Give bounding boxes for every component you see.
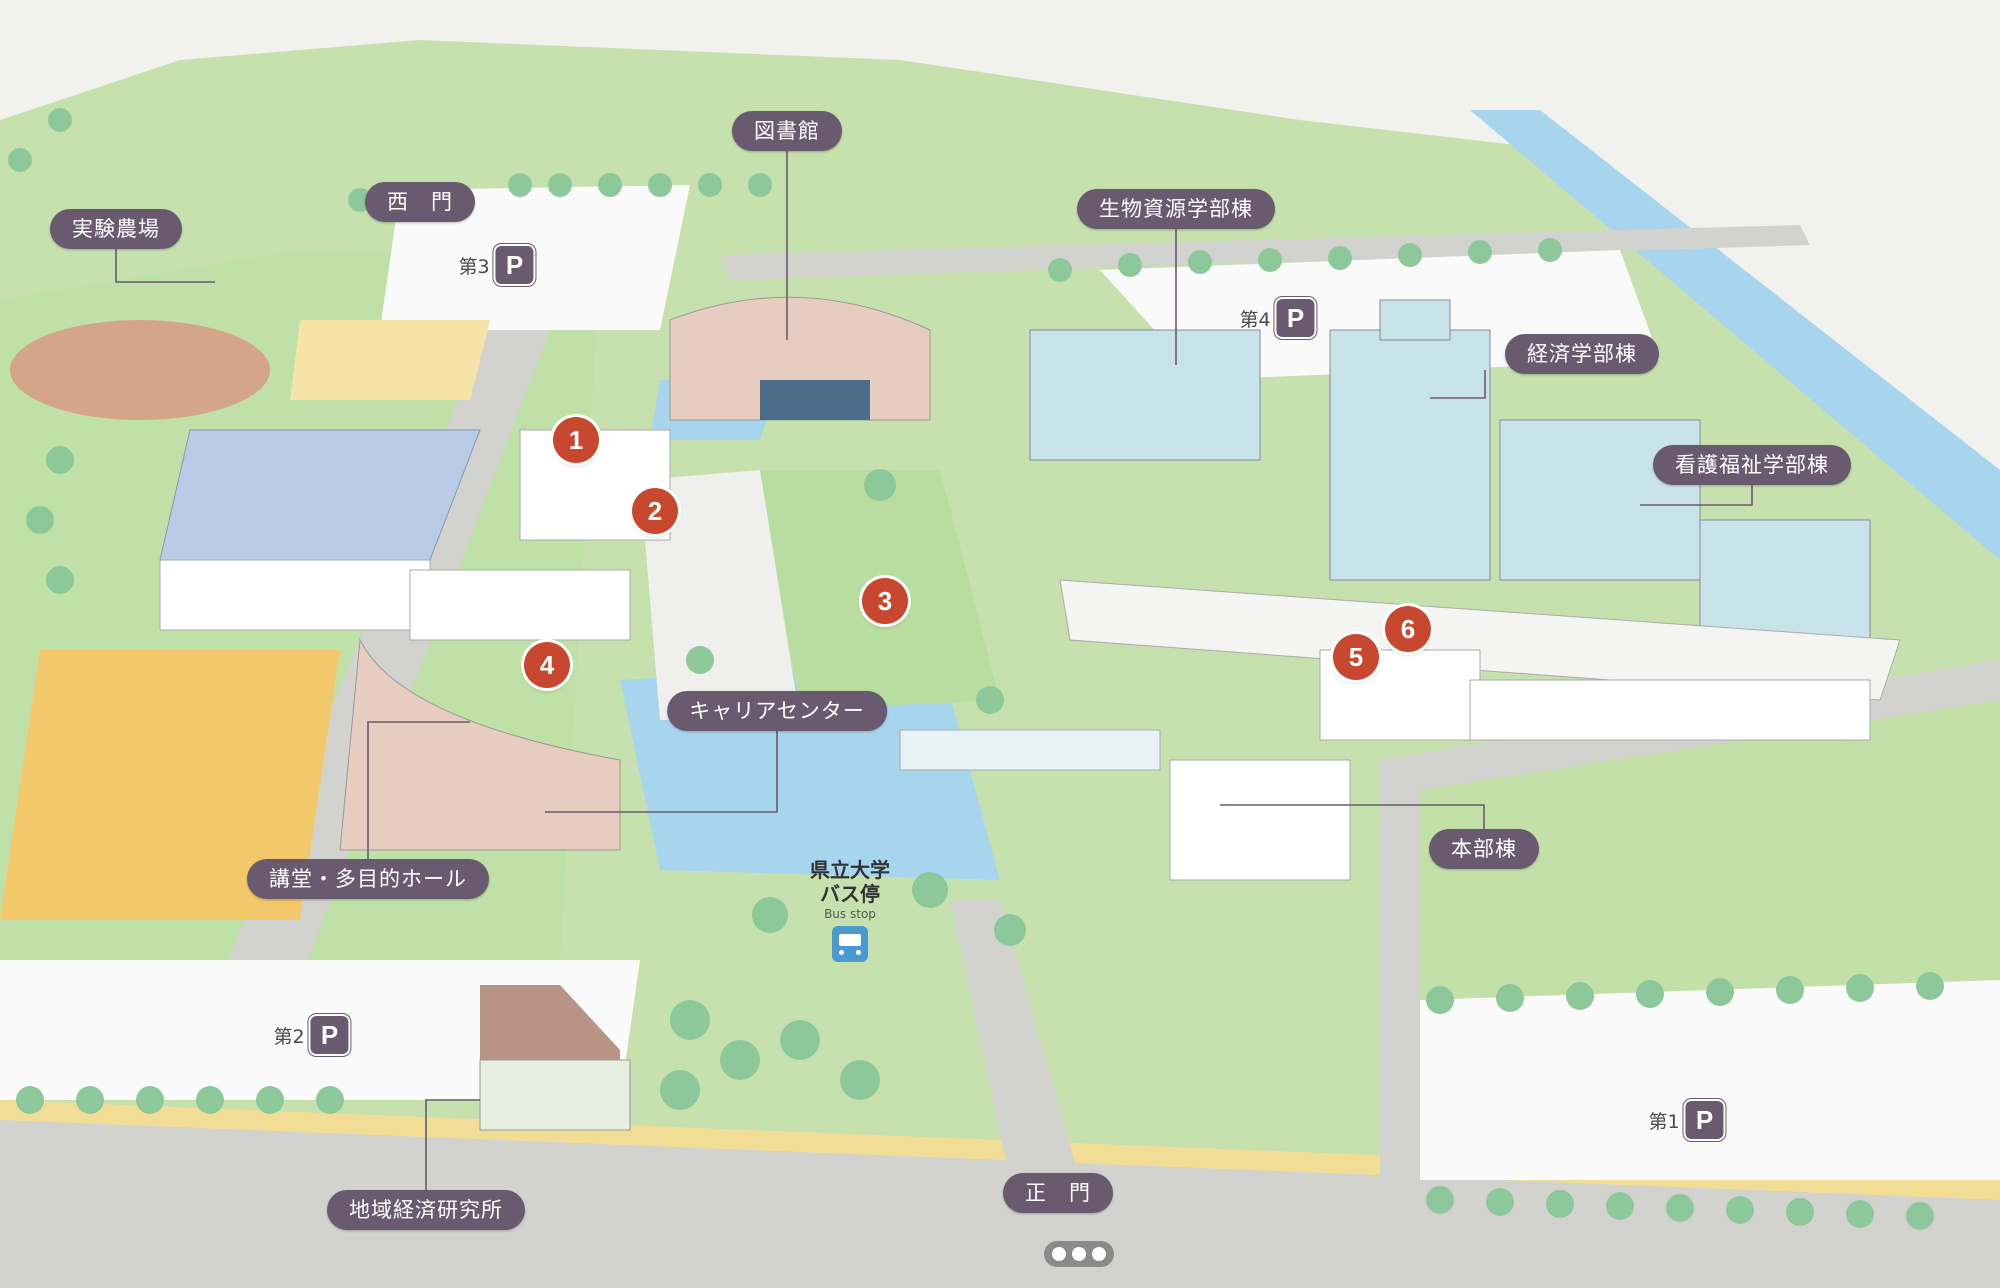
bus-stop[interactable]: 県立大学 バス停 Bus stop [810, 858, 890, 962]
label-main-building[interactable]: 本部棟 [1429, 829, 1539, 869]
parking-3[interactable]: 第3 P [458, 246, 534, 284]
label-auditorium-hall[interactable]: 講堂・多目的ホール [247, 859, 489, 899]
label-experimental-farm[interactable]: 実験農場 [50, 209, 182, 249]
label-regional-economics-institute[interactable]: 地域経済研究所 [327, 1190, 525, 1230]
parking-4-label: 第4 [1239, 308, 1271, 331]
label-career-center[interactable]: キャリアセンター [667, 691, 887, 731]
label-main-gate[interactable]: 正 門 [1003, 1173, 1113, 1213]
page-dot[interactable] [1072, 1247, 1086, 1261]
parking-2-label: 第2 [273, 1025, 305, 1048]
page-dot[interactable] [1052, 1247, 1066, 1261]
page-dot[interactable] [1092, 1247, 1106, 1261]
parking-3-label: 第3 [458, 255, 490, 278]
parking-icon: P [310, 1016, 349, 1054]
label-library[interactable]: 図書館 [732, 111, 842, 151]
bus-stop-name: 県立大学 [810, 858, 890, 882]
label-nursing-welfare-building[interactable]: 看護福祉学部棟 [1653, 445, 1851, 485]
bus-stop-type: バス停 [820, 882, 880, 906]
numbered-marker-icon[interactable]: 5 [1333, 634, 1379, 680]
parking-2[interactable]: 第2 P [273, 1016, 349, 1054]
numbered-marker-icon[interactable]: 3 [862, 578, 908, 624]
bus-stop-english: Bus stop [824, 907, 876, 921]
parking-icon: P [1276, 299, 1315, 337]
numbered-marker-icon[interactable]: 4 [524, 642, 570, 688]
parking-4[interactable]: 第4 P [1239, 299, 1315, 337]
numbered-marker-icon[interactable]: 6 [1385, 606, 1431, 652]
page-indicator[interactable] [1044, 1241, 1114, 1267]
numbered-marker-icon[interactable]: 2 [632, 488, 678, 534]
parking-1[interactable]: 第1 P [1648, 1101, 1724, 1139]
label-bio-resources-building[interactable]: 生物資源学部棟 [1077, 189, 1275, 229]
parking-icon: P [1685, 1101, 1724, 1139]
parking-icon: P [495, 246, 534, 284]
bus-icon [832, 926, 868, 962]
parking-1-label: 第1 [1648, 1110, 1680, 1133]
numbered-marker-icon[interactable]: 1 [553, 417, 599, 463]
label-west-gate[interactable]: 西 門 [365, 182, 475, 222]
label-economics-building[interactable]: 経済学部棟 [1505, 334, 1659, 374]
